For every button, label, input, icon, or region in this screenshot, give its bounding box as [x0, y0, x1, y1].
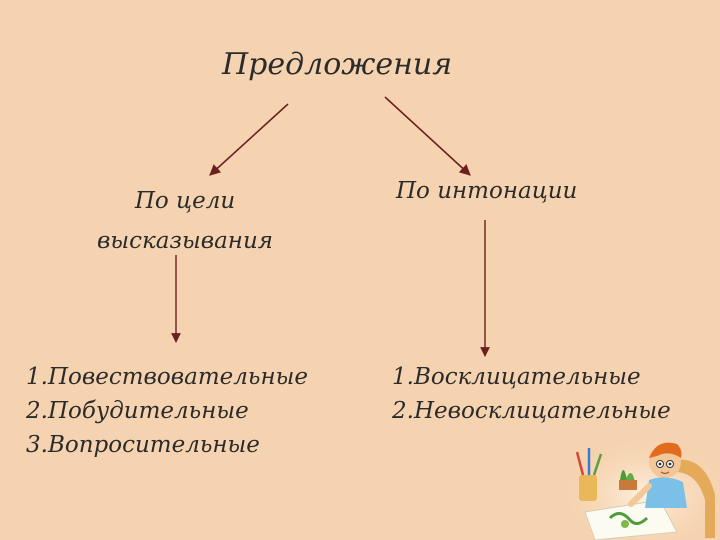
branch-left-label-line2: высказывания	[96, 228, 273, 254]
branch-left-label: По цели высказывания	[80, 181, 290, 261]
list-item: 2.Побудительные	[26, 398, 249, 424]
branch-left-label-line1: По цели	[134, 188, 236, 214]
left-list: 1.Повествовательные 2.Побудительные 3.Во…	[26, 360, 308, 462]
arrow-to-left-branch	[209, 103, 289, 176]
arrow-to-right-branch	[384, 96, 471, 176]
list-item: 1.Восклицательные	[392, 364, 641, 390]
list-item: 1.Повествовательные	[26, 364, 308, 390]
diagram-title: Предложения	[222, 47, 453, 82]
list-item: 2.Невосклицательные	[392, 398, 671, 424]
right-list: 1.Восклицательные 2.Невосклицательные	[392, 360, 671, 428]
list-item: 3.Вопросительные	[26, 432, 260, 458]
branch-right-label: По интонации	[396, 178, 578, 204]
child-drawing-illustration	[567, 435, 720, 540]
